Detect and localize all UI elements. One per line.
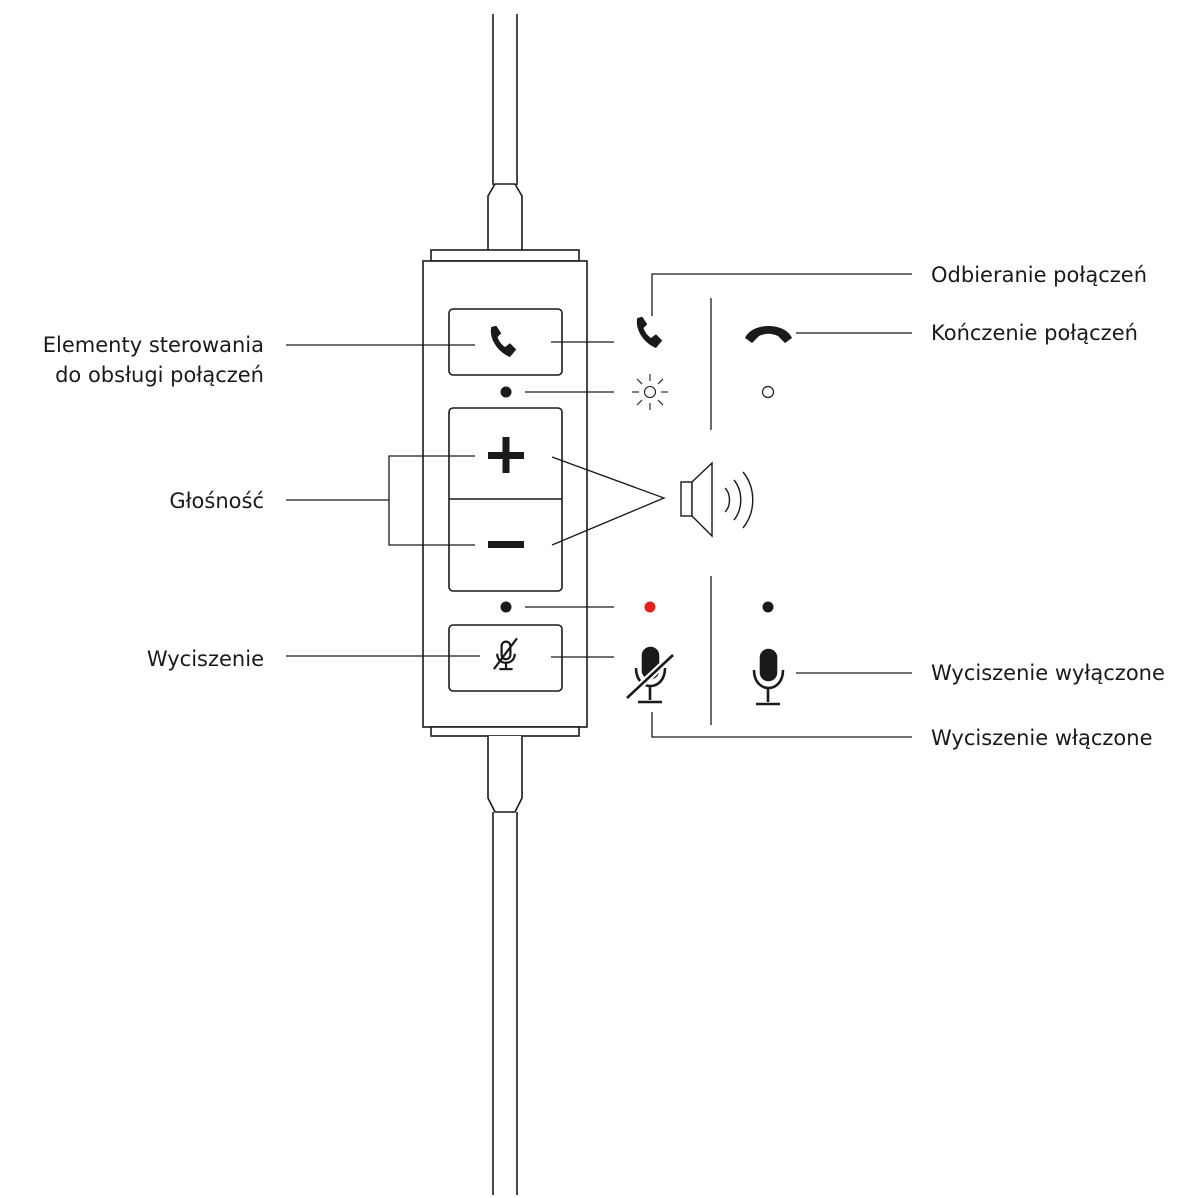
mute-led-active (644, 601, 656, 613)
volume-rocker[interactable] (448, 407, 563, 592)
minus-icon (488, 541, 524, 548)
blinking-led-icon (632, 374, 668, 410)
label-call-controls: Elementy sterowania do obsługi połączeń (0, 330, 264, 390)
phone-icon (490, 325, 517, 357)
volume-up-button[interactable] (488, 437, 524, 473)
mute-led-idle (762, 601, 774, 613)
muted-microphone-icon (493, 637, 518, 671)
top-cable (492, 14, 518, 185)
label-call-controls-line2: do obsługi połączeń (55, 363, 264, 387)
label-end-call: Kończenie połączeń (931, 321, 1138, 345)
volume-down-button[interactable] (488, 541, 524, 548)
leader-lines-left (286, 344, 480, 657)
label-volume: Głośność (169, 489, 264, 513)
mute-button[interactable] (448, 624, 563, 692)
label-mute-on: Wyciszenie włączone (931, 726, 1153, 750)
bottom-strain-relief (430, 726, 580, 813)
label-mute: Wyciszenie (146, 647, 264, 671)
call-button[interactable] (448, 308, 563, 376)
call-led (500, 386, 512, 398)
led-off-icon (761, 385, 775, 399)
mute-on-microphone-icon (624, 646, 676, 704)
bottom-cable (492, 812, 518, 1195)
leader-lines-right (651, 273, 912, 738)
mute-led (500, 601, 512, 613)
speaker-icon (680, 461, 754, 538)
hang-up-icon (745, 326, 792, 343)
top-strain-relief (430, 183, 580, 262)
leader-lines-center (525, 341, 666, 658)
label-answer-call: Odbieranie połączeń (931, 263, 1147, 287)
label-mute-off: Wyciszenie wyłączone (931, 661, 1165, 685)
plus-icon (488, 437, 524, 473)
label-call-controls-line1: Elementy sterowania (42, 333, 264, 357)
mute-off-microphone-icon (752, 648, 785, 706)
answer-call-icon (636, 316, 663, 348)
